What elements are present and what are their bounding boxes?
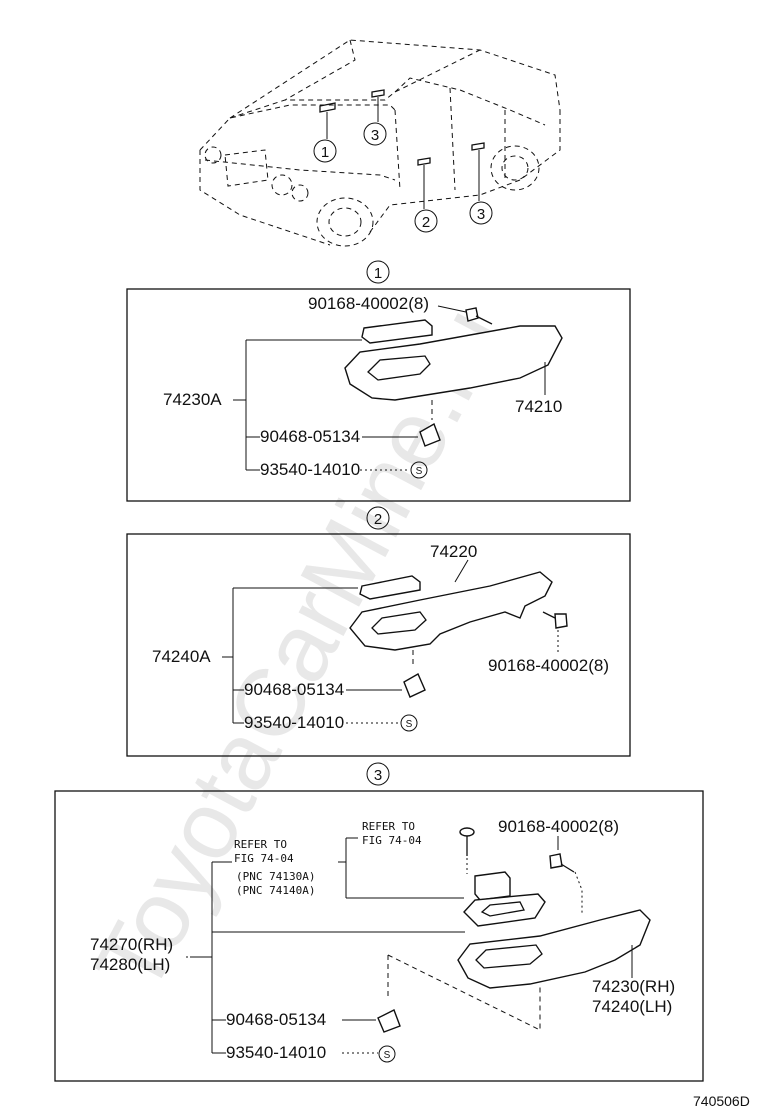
screw-label: 93540-14010 xyxy=(226,1043,326,1062)
section-1-frame xyxy=(126,288,631,502)
section-3: 3 REFER TO FIG 74-04 (PNC 74130A) (PNC 7… xyxy=(54,762,704,1082)
section-1-marker: 1 xyxy=(374,265,382,282)
assy-label: 74230A xyxy=(163,390,222,409)
watermark: ToyotaCarMine.ru xyxy=(74,291,524,1010)
bolt-label: 90168-40002(8) xyxy=(498,817,619,836)
armrest-74220-icon xyxy=(349,571,553,651)
screw-label: 93540-14010 xyxy=(244,713,344,732)
switch-cover-icon xyxy=(361,319,433,344)
retainer-icon xyxy=(403,673,426,698)
bolt-icon xyxy=(542,611,568,629)
screw-s-mark: S xyxy=(406,719,413,730)
section-2-frame xyxy=(126,533,631,757)
switch-cover-icon xyxy=(359,575,421,600)
assy-lh-label: 74280(LH) xyxy=(90,955,170,974)
car-illustration: 1 3 2 3 xyxy=(199,39,561,247)
car-callout-3-front: 3 xyxy=(371,127,379,144)
retainer-icon xyxy=(419,422,441,447)
retainer-label: 90468-05134 xyxy=(226,1010,326,1029)
section-2: 2 74220 90168-40002(8) 74240A 90468-0513… xyxy=(126,506,631,757)
screw-label: 93540-14010 xyxy=(260,460,360,479)
car-callout-1: 1 xyxy=(321,144,329,161)
section-2-marker: 2 xyxy=(374,511,382,528)
refer-a-line1: REFER TO xyxy=(234,838,287,851)
refer-a-line3: (PNC 74130A) xyxy=(236,870,315,883)
retainer-label: 90468-05134 xyxy=(260,427,360,446)
switch-icon xyxy=(474,871,511,901)
bolt-icon xyxy=(549,853,575,873)
clip-icon xyxy=(459,827,475,856)
car-callout-3-rear: 3 xyxy=(477,206,485,223)
bolt-label: 90168-40002(8) xyxy=(308,294,429,313)
section-3-frame xyxy=(54,790,704,1082)
refer-b-line1: REFER TO xyxy=(362,820,415,833)
screw-s-mark: S xyxy=(384,1050,391,1061)
refer-b-line2: FIG 74-04 xyxy=(362,834,422,847)
retainer-label: 90468-05134 xyxy=(244,680,344,699)
refer-a-line4: (PNC 74140A) xyxy=(236,884,315,897)
armrest-rh-label: 74230(RH) xyxy=(592,977,675,996)
assy-rh-label: 74270(RH) xyxy=(90,935,173,954)
armrest-74230-icon xyxy=(457,909,651,989)
armrest-74210-icon xyxy=(344,325,563,401)
car-callout-2: 2 xyxy=(422,214,430,231)
switch-panel-icon xyxy=(463,893,546,927)
refer-a-line2: FIG 74-04 xyxy=(234,852,294,865)
bolt-label: 90168-40002(8) xyxy=(488,656,609,675)
bolt-icon xyxy=(465,307,493,325)
section-3-marker: 3 xyxy=(374,767,382,784)
screw-s-mark: S xyxy=(416,466,423,477)
retainer-icon xyxy=(377,1009,401,1033)
armrest-lh-label: 74240(LH) xyxy=(592,997,672,1016)
armrest-label: 74220 xyxy=(430,542,477,561)
figure-code: 740506D xyxy=(693,1093,750,1109)
section-1: 1 90168-40002(8) 74230A 74210 90468-0513… xyxy=(126,260,631,502)
assy-label: 74240A xyxy=(152,647,211,666)
armrest-label: 74210 xyxy=(515,397,562,416)
